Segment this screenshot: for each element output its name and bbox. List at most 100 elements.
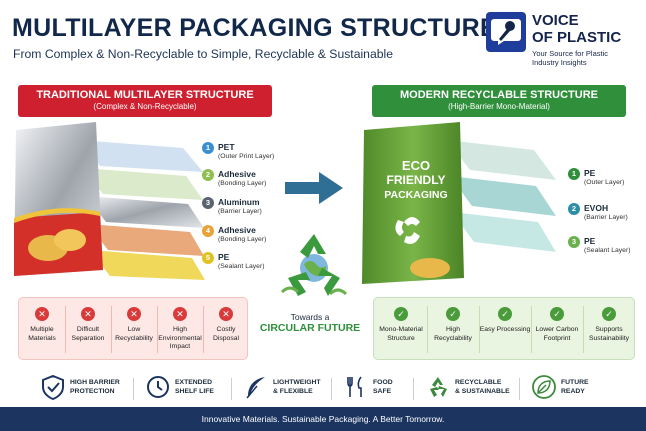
check-icon: ✓ xyxy=(602,307,616,321)
x-icon: ✕ xyxy=(127,307,141,321)
aluminum-layer-sheet xyxy=(86,196,204,228)
x-icon: ✕ xyxy=(35,307,49,321)
adhesive-layer-sheet xyxy=(83,168,203,200)
layer-number-badge: 2 xyxy=(568,203,580,215)
layer-number-badge: 1 xyxy=(568,168,580,180)
feature-label-line2: READY xyxy=(561,387,585,395)
benefit-item: ✓Easy Processing xyxy=(479,298,531,361)
microphone-icon xyxy=(486,12,526,52)
layer-description: (Bonding Layer) xyxy=(218,180,267,187)
layer-name: Adhesive xyxy=(218,225,256,235)
layer-description: (Barrier Layer) xyxy=(584,214,628,221)
layer-description: (Outer Layer) xyxy=(584,179,625,186)
divider xyxy=(331,378,332,400)
layer-description: (Barrier Layer) xyxy=(218,208,262,215)
check-icon: ✓ xyxy=(446,307,460,321)
divider xyxy=(519,378,520,400)
traditional-structure-banner: TRADITIONAL MULTILAYER STRUCTURE (Comple… xyxy=(18,85,272,117)
recycle-globe-icon xyxy=(280,234,348,296)
issue-label: Multiple Materials xyxy=(28,326,56,342)
layer-name: PE xyxy=(584,168,596,178)
divider xyxy=(413,378,414,400)
circular-future-caption: Towards a CIRCULAR FUTURE xyxy=(250,312,370,334)
feature-label-line2: PROTECTION xyxy=(70,387,115,395)
divider xyxy=(65,306,66,353)
potato-chip xyxy=(54,229,86,251)
pet-layer-sheet xyxy=(78,140,203,172)
feature-label-line1: FOOD xyxy=(373,379,393,386)
layer-description: (Outer Print Layer) xyxy=(218,153,275,160)
benefit-label: Supports Sustainability xyxy=(588,326,630,342)
bag-text-line1: ECO xyxy=(401,158,431,173)
divider xyxy=(203,306,204,353)
footer-banner: Innovative Materials. Sustainable Packag… xyxy=(0,407,646,431)
modern-banner-title: MODERN RECYCLABLE STRUCTURE xyxy=(400,89,598,101)
layer-number-badge: 3 xyxy=(202,197,214,209)
bag-yellow-stripe xyxy=(14,208,100,223)
recycle-icon xyxy=(395,217,420,244)
traditional-package-illustration xyxy=(14,122,205,280)
traditional-banner-subtitle: (Complex & Non-Recyclable) xyxy=(93,102,197,111)
layer-description: (Sealant Layer) xyxy=(584,247,631,254)
x-icon: ✕ xyxy=(81,307,95,321)
layer-name: Adhesive xyxy=(218,169,256,179)
utensils-icon xyxy=(347,376,362,397)
pe-outer-sheet xyxy=(447,140,556,180)
divider xyxy=(157,306,158,353)
pe-sealant-sheet xyxy=(452,212,556,252)
divider xyxy=(531,306,532,353)
logo-name-line1: VOICE xyxy=(532,12,579,29)
modern-banner-subtitle: (High-Barrier Mono-Material) xyxy=(448,102,550,111)
feature-label-line2: SHELF LIFE xyxy=(175,387,214,395)
shield-check-icon xyxy=(42,374,64,400)
issue-item: ✕ Difficult Separation xyxy=(65,298,111,361)
divider xyxy=(111,306,112,353)
clock-icon xyxy=(147,376,169,398)
layer-number-badge: 5 xyxy=(202,252,214,264)
eco-bag xyxy=(362,122,464,284)
divider xyxy=(231,378,232,400)
benefit-item: ✓ Lower Carbon Footprint xyxy=(531,298,583,361)
modern-benefits-panel: ✓ Mono-Material Structure✓High Recyclabil… xyxy=(373,297,635,360)
feather-icon xyxy=(246,377,265,399)
issue-label: Costly Disposal xyxy=(212,326,240,342)
benefit-label: Mono-Material Structure xyxy=(379,326,423,342)
benefit-label: Lower Carbon Footprint xyxy=(535,326,579,342)
benefit-item: ✓ Mono-Material Structure xyxy=(375,298,427,361)
layer-name: PET xyxy=(218,142,235,152)
issue-item: ✕ Multiple Materials xyxy=(19,298,65,361)
feature-label-line1: EXTENDED xyxy=(175,379,213,386)
pe-layer-sheet xyxy=(90,250,205,280)
layer-number-badge: 1 xyxy=(202,142,214,154)
voice-of-plastic-logo[interactable]: VOICE OF PLASTIC Your Source for Plastic… xyxy=(486,12,636,72)
adhesive-layer-2-sheet xyxy=(88,224,204,256)
layer-number-badge: 2 xyxy=(202,169,214,181)
divider xyxy=(427,306,428,353)
divider xyxy=(133,378,134,400)
traditional-banner-title: TRADITIONAL MULTILAYER STRUCTURE xyxy=(36,89,254,101)
feature-label: RECYCLABLE& SUSTAINABLE xyxy=(455,379,510,396)
divider xyxy=(479,306,480,353)
bag-text-line3: PACKAGING xyxy=(384,189,448,201)
feature-label-line2: & FLEXIBLE xyxy=(273,387,313,395)
benefit-item: ✓ Supports Sustainability xyxy=(583,298,635,361)
divider xyxy=(583,306,584,353)
feature-label-line1: LIGHTWEIGHT xyxy=(273,379,321,386)
x-icon: ✕ xyxy=(173,307,187,321)
issue-label: Difficult Separation xyxy=(71,326,105,342)
circular-future-text: CIRCULAR FUTURE xyxy=(259,322,361,334)
page-title: MULTILAYER PACKAGING STRUCTURE xyxy=(12,14,497,42)
check-icon: ✓ xyxy=(550,307,564,321)
towards-text: Towards a xyxy=(290,312,330,322)
layer-name: Aluminum xyxy=(218,197,260,207)
x-icon: ✕ xyxy=(219,307,233,321)
benefit-item: ✓High Recyclability xyxy=(427,298,479,361)
check-icon: ✓ xyxy=(394,307,408,321)
issue-label: High Environmental Impact xyxy=(158,326,202,350)
issue-item: ✕ Costly Disposal xyxy=(203,298,249,361)
logo-name: VOICE OF PLASTIC xyxy=(532,12,621,46)
issue-label: Low Recyclability xyxy=(115,326,153,342)
layer-name: PE xyxy=(584,236,596,246)
